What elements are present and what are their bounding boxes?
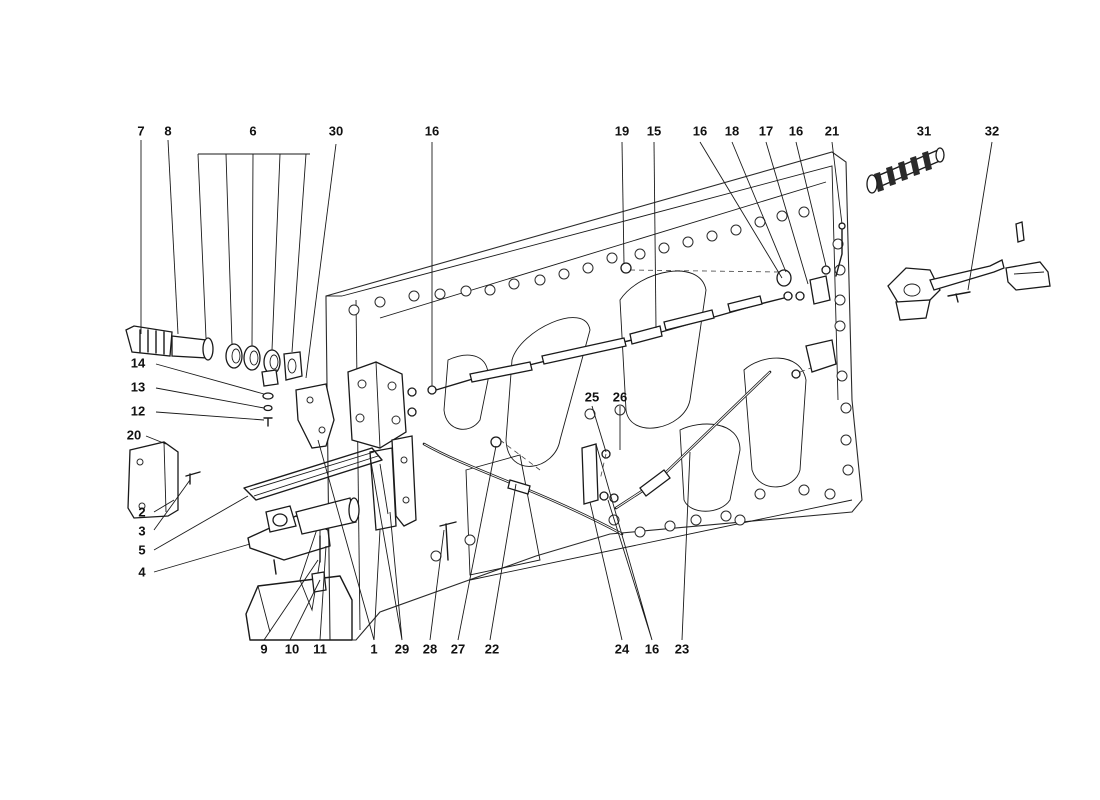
callout-2: 2 bbox=[138, 504, 145, 519]
callout-28: 28 bbox=[423, 641, 437, 656]
callout-1: 1 bbox=[370, 641, 377, 656]
callout-25: 25 bbox=[585, 389, 599, 404]
callout-8: 8 bbox=[164, 123, 171, 138]
door-inner-panel-icon bbox=[245, 151, 863, 641]
inner-handle-mechanism-icon bbox=[247, 497, 360, 593]
callout-15: 15 bbox=[647, 123, 661, 138]
callout-5: 5 bbox=[138, 542, 145, 557]
callout-16-d: 16 bbox=[645, 641, 659, 656]
callout-29: 29 bbox=[395, 641, 409, 656]
callout-16-c: 16 bbox=[789, 123, 803, 138]
lock-seal-rings-icon bbox=[225, 343, 303, 387]
callout-13: 13 bbox=[131, 379, 145, 394]
coil-spring-icon bbox=[866, 147, 945, 194]
lock-cylinder-icon bbox=[125, 325, 214, 361]
small-washers-icon bbox=[262, 392, 274, 427]
callout-11: 11 bbox=[313, 641, 327, 656]
callout-10: 10 bbox=[285, 641, 299, 656]
callout-26: 26 bbox=[613, 389, 627, 404]
callout-21: 21 bbox=[825, 123, 839, 138]
callout-30: 30 bbox=[329, 123, 343, 138]
callout-27: 27 bbox=[451, 641, 465, 656]
seal-gasket-icon bbox=[243, 447, 383, 501]
callout-6: 6 bbox=[249, 123, 256, 138]
callout-labels: 7 8 6 30 16 19 15 16 18 17 16 21 31 32 1… bbox=[127, 123, 999, 656]
callout-17: 17 bbox=[759, 123, 773, 138]
panel-hole-row bbox=[348, 206, 854, 562]
mounting-bracket-icon bbox=[127, 441, 201, 519]
small-fasteners-icon bbox=[439, 222, 846, 561]
callout-20: 20 bbox=[127, 427, 141, 442]
callout-23: 23 bbox=[675, 641, 689, 656]
callout-31: 31 bbox=[917, 123, 931, 138]
callout-22: 22 bbox=[485, 641, 499, 656]
linkage-rods-icon bbox=[427, 291, 793, 395]
callout-7: 7 bbox=[137, 123, 144, 138]
callout-24: 24 bbox=[615, 641, 630, 656]
callout-18: 18 bbox=[725, 123, 739, 138]
callout-14: 14 bbox=[131, 355, 146, 370]
callout-12: 12 bbox=[131, 403, 145, 418]
door-latch-assembly-icon bbox=[295, 361, 417, 531]
callout-19: 19 bbox=[615, 123, 629, 138]
callout-leader-lines bbox=[140, 139, 993, 641]
callout-32: 32 bbox=[985, 123, 999, 138]
callout-4: 4 bbox=[138, 564, 146, 579]
callout-16-a: 16 bbox=[425, 123, 439, 138]
callout-16-b: 16 bbox=[693, 123, 707, 138]
callout-9: 9 bbox=[260, 641, 267, 656]
callout-3: 3 bbox=[138, 523, 145, 538]
striker-plate-icon bbox=[887, 221, 1051, 321]
